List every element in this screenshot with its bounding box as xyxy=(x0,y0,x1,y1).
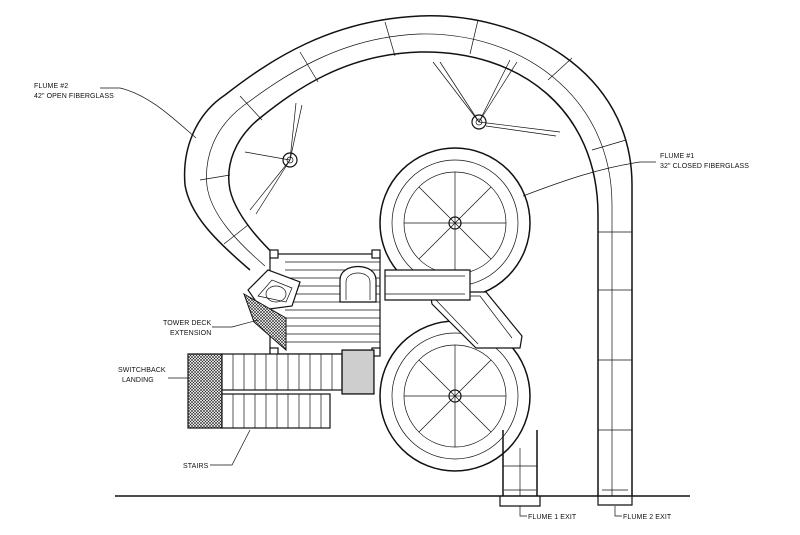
switchback-label-line1: SWITCHBACK xyxy=(118,367,166,374)
tower-deck-extension xyxy=(243,292,287,352)
flume1-exit-label: FLUME 1 EXIT xyxy=(528,514,577,521)
flume2-label-line1: FLUME #2 xyxy=(34,83,68,90)
tower-deck-label-line1: TOWER DECK xyxy=(163,320,212,327)
flume-1 xyxy=(379,147,541,507)
labels: FLUME #2 42" OPEN FIBERGLASS FLUME #1 32… xyxy=(34,83,749,521)
flume-2 xyxy=(183,15,633,506)
flume1-label-line2: 32" CLOSED FIBERGLASS xyxy=(660,163,749,170)
leader-lines xyxy=(100,87,656,517)
tower-deck-label-line2: EXTENSION xyxy=(170,330,211,337)
switchback-label-line2: LANDING xyxy=(122,377,154,384)
stairs xyxy=(187,349,375,429)
flume1-label-line1: FLUME #1 xyxy=(660,153,694,160)
flume-2-supports xyxy=(244,59,561,215)
flume2-label-line2: 42" OPEN FIBERGLASS xyxy=(34,93,114,100)
stairs-label: STAIRS xyxy=(183,463,209,470)
flume2-exit-label: FLUME 2 EXIT xyxy=(623,514,672,521)
